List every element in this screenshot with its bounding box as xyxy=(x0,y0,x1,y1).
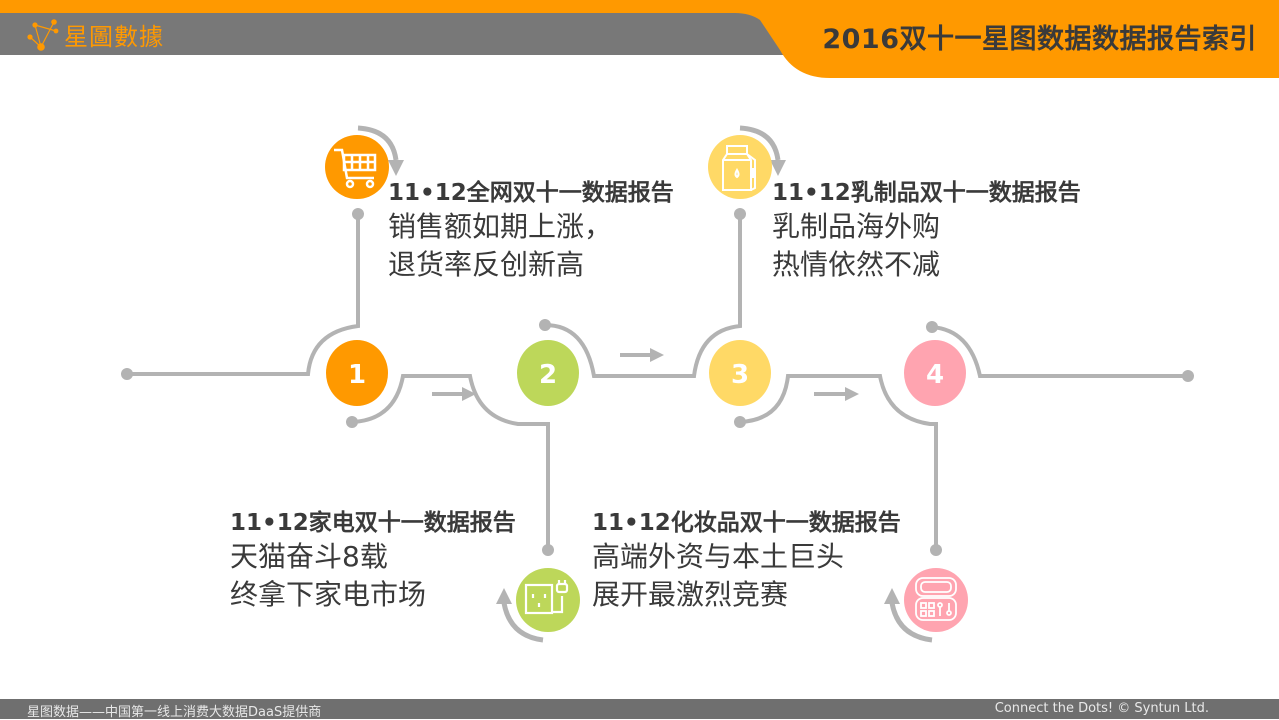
constellation-logo-icon xyxy=(27,19,59,51)
svg-text:2: 2 xyxy=(539,360,557,390)
report-title[interactable]: 11•12乳制品双十一数据报告 xyxy=(772,180,1081,206)
report-item-online[interactable]: 11•12全网双十一数据报告 销售额如期上涨， 退货率反创新高 xyxy=(388,178,674,284)
report-item-cosmetics[interactable]: 11•12化妆品双十一数据报告 高端外资与本土巨头 展开最激烈竞赛 xyxy=(592,508,901,614)
logo: 星圖數據 xyxy=(26,16,164,52)
makeup-palette-icon xyxy=(904,568,968,632)
step-node-2[interactable]: 2 xyxy=(517,340,579,406)
step-node-4[interactable]: 4 xyxy=(904,340,966,406)
line-end-dot xyxy=(1182,370,1194,382)
shopping-cart-icon xyxy=(325,135,389,199)
report-summary-line: 销售额如期上涨， xyxy=(388,210,613,243)
svg-text:1: 1 xyxy=(348,360,366,390)
curved-arrow-icon xyxy=(739,125,781,161)
step-node-3[interactable]: 3 xyxy=(709,340,771,406)
arrow-right-icon xyxy=(620,348,664,362)
report-summary-line: 展开最激烈竞赛 xyxy=(592,578,789,611)
line-end-dot xyxy=(121,368,133,380)
report-summary-line: 乳制品海外购 xyxy=(772,210,941,243)
milk-carton-icon xyxy=(708,135,772,199)
curved-arrow-icon xyxy=(501,602,544,643)
curved-arrow-icon xyxy=(889,602,933,643)
svg-text:4: 4 xyxy=(926,360,944,390)
report-title[interactable]: 11•12全网双十一数据报告 xyxy=(388,180,674,206)
report-summary-line: 终拿下家电市场 xyxy=(230,578,427,611)
step-node-1[interactable]: 1 xyxy=(326,340,388,406)
report-title[interactable]: 11•12化妆品双十一数据报告 xyxy=(592,510,901,536)
arrow-right-icon xyxy=(432,387,476,401)
logo-text: 星圖數據 xyxy=(64,22,164,51)
report-summary-line: 退货率反创新高 xyxy=(388,248,585,281)
title-tab-shape xyxy=(735,0,1279,78)
page-title: 2016双十一星图数据数据报告索引 xyxy=(822,24,1257,55)
svg-text:3: 3 xyxy=(731,360,749,390)
curved-arrow-icon xyxy=(357,125,399,161)
footer-tagline: 星图数据——中国第一线上消费大数据DaaS提供商 xyxy=(27,705,322,720)
footer-bar: 星图数据——中国第一线上消费大数据DaaS提供商 Connect the Dot… xyxy=(0,699,1279,720)
report-summary-line: 天猫奋斗8载 xyxy=(230,540,388,573)
arrow-right-icon xyxy=(814,387,859,401)
footer-copyright: Connect the Dots! © Syntun Ltd. xyxy=(994,701,1209,716)
report-title[interactable]: 11•12家电双十一数据报告 xyxy=(230,510,516,536)
report-item-dairy[interactable]: 11•12乳制品双十一数据报告 乳制品海外购 热情依然不减 xyxy=(772,178,1081,284)
report-summary-line: 热情依然不减 xyxy=(772,248,941,281)
power-socket-plug-icon xyxy=(516,568,580,632)
report-item-appliances[interactable]: 11•12家电双十一数据报告 天猫奋斗8载 终拿下家电市场 xyxy=(230,508,516,614)
report-summary-line: 高端外资与本土巨头 xyxy=(592,540,845,573)
